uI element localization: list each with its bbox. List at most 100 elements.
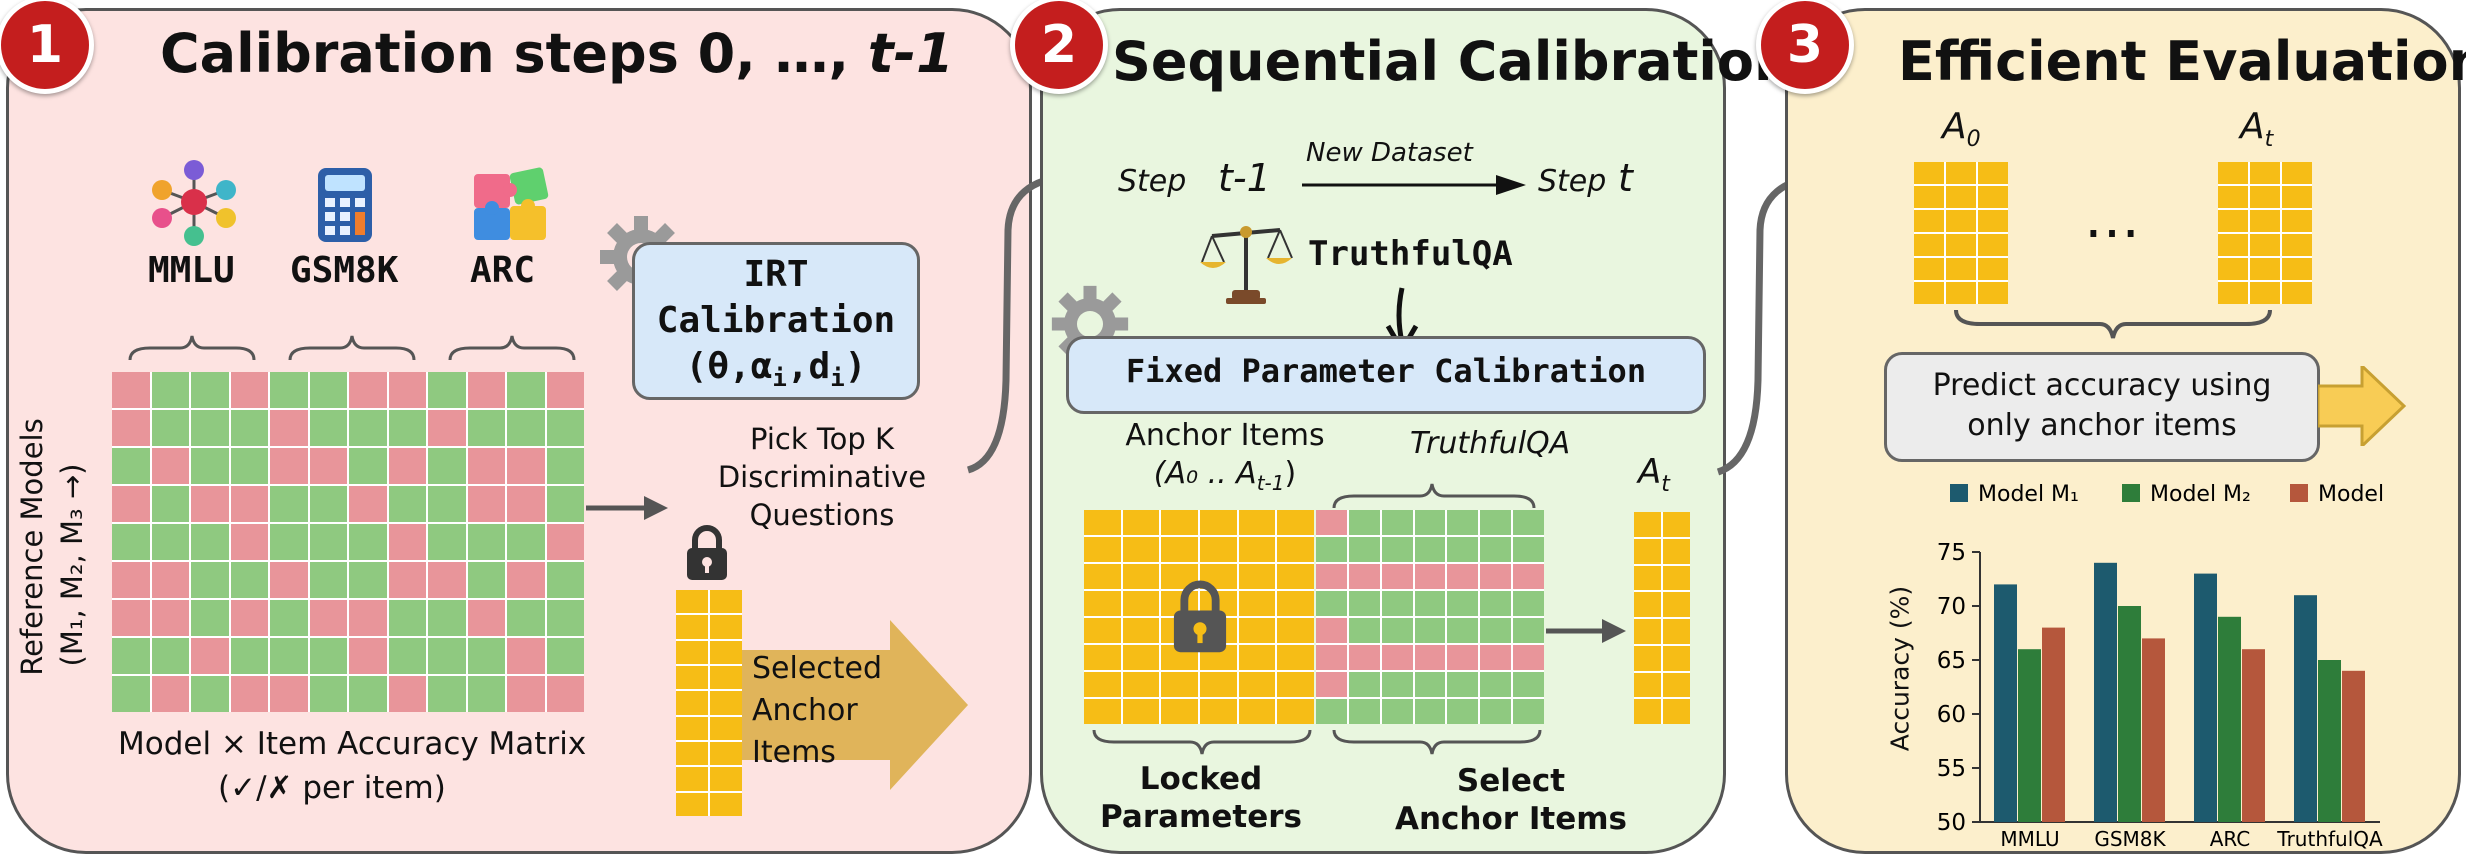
- grid-cell: [1381, 564, 1413, 589]
- grid-cell: [2250, 234, 2280, 256]
- irt-calibration-word: Calibration: [656, 300, 896, 341]
- calibration-panel-title: Calibration steps 0, …, t-1: [160, 22, 954, 85]
- irt-title: IRT: [743, 254, 809, 295]
- eval-brace: [1954, 309, 2272, 339]
- grid-cell: [467, 372, 505, 408]
- grid-cell: [1238, 510, 1276, 535]
- grid-cell: [467, 486, 505, 522]
- grid-cell: [710, 691, 742, 715]
- grid-cell: [191, 448, 229, 484]
- grid-cell: [1084, 564, 1121, 589]
- grid-cell: [2218, 210, 2248, 232]
- grid-cell: [507, 524, 545, 560]
- grid-cell: [270, 600, 308, 636]
- grid-cell: [1316, 672, 1347, 697]
- grid-cell: [1946, 234, 1976, 256]
- grid-cell: [1946, 210, 1976, 232]
- grid-cell: [191, 372, 229, 408]
- grid-cell: [349, 524, 387, 560]
- sequential-panel-title: Sequential Calibration: [1112, 30, 1793, 93]
- anchor-range-close: ): [1284, 456, 1297, 491]
- grid-cell: [546, 676, 584, 712]
- grid-cell: [1663, 538, 1690, 564]
- a0-label: A0: [1942, 106, 1981, 152]
- grid-cell: [676, 716, 708, 740]
- select-anchor-label: Select Anchor Items: [1386, 762, 1636, 838]
- grid-cell: [467, 562, 505, 598]
- grid-cell: [1414, 672, 1446, 697]
- grid-cell: [349, 638, 387, 674]
- selected-line-3: Items: [752, 735, 836, 770]
- grid-cell: [349, 486, 387, 522]
- predict-label: Predict accuracy using only anchor items: [1884, 366, 2320, 446]
- grid-cell: [1480, 591, 1512, 616]
- matrix-ylabel-models: (M₁, M₂, M₃ →): [55, 463, 89, 667]
- grid-cell: [151, 600, 189, 636]
- arrow-to-at: [1546, 619, 1626, 643]
- a0-sub: 0: [1966, 127, 1981, 153]
- grid-cell: [191, 562, 229, 598]
- grid-cell: [1084, 618, 1121, 643]
- grid-cell: [1277, 672, 1314, 697]
- grid-cell: [270, 638, 308, 674]
- puzzle-icon: [474, 167, 549, 240]
- grid-cell: [151, 676, 189, 712]
- grid-cell: [1238, 618, 1276, 643]
- grid-cell: [546, 600, 584, 636]
- grid-cell: [507, 638, 545, 674]
- grid-cell: [676, 742, 708, 766]
- ellipsis: …: [2084, 186, 2140, 251]
- grid-cell: [1447, 672, 1479, 697]
- matrix-caption-2: (✓/✗ per item): [218, 770, 446, 806]
- grid-cell: [1238, 699, 1276, 724]
- grid-cell: [546, 372, 584, 408]
- irt-theta-alpha: (θ,α: [685, 346, 773, 387]
- grid-cell: [388, 524, 426, 560]
- bar: [1994, 584, 2017, 822]
- truthfulqa-section-label: TruthfulQA: [1410, 426, 1571, 461]
- grid-cell: [309, 600, 347, 636]
- grid-cell: [1946, 282, 1976, 304]
- legend-swatch: [1950, 484, 1968, 502]
- grid-cell: [1634, 538, 1661, 564]
- grid-cell: [1084, 510, 1121, 535]
- selected-line-2: Anchor: [752, 693, 858, 728]
- grid-cell: [1978, 162, 2008, 184]
- grid-cell: [1316, 537, 1347, 562]
- selected-arrow: [740, 620, 968, 790]
- grid-cell: [230, 410, 268, 446]
- grid-cell: [1447, 645, 1479, 670]
- selected-anchor-label: Selected Anchor Items: [752, 648, 882, 774]
- grid-cell: [112, 524, 150, 560]
- grid-cell: [1513, 591, 1544, 616]
- grid-cell: [546, 638, 584, 674]
- grid-cell: [467, 676, 505, 712]
- grid-cell: [507, 600, 545, 636]
- grid-cell: [2250, 282, 2280, 304]
- select-line-2: Anchor Items: [1394, 801, 1627, 837]
- at-label-eval: At: [2240, 106, 2273, 152]
- grid-cell: [2250, 258, 2280, 280]
- selected-line-1: Selected: [752, 651, 883, 686]
- grid-cell: [1663, 512, 1690, 537]
- grid-cell: [112, 600, 150, 636]
- fixed-parameter-box: [1066, 336, 1706, 414]
- grid-cell: [1634, 699, 1661, 724]
- grid-cell: [1348, 618, 1380, 643]
- grid-cell: [1946, 258, 1976, 280]
- grid-cell: [1277, 645, 1314, 670]
- predict-line-2: only anchor items: [1967, 408, 2237, 443]
- grid-cell: [388, 410, 426, 446]
- grid-cell: [1084, 699, 1121, 724]
- irt-params: (θ,αi,di): [632, 344, 920, 401]
- bar: [2342, 670, 2365, 822]
- grid-cell: [1200, 510, 1237, 535]
- grid-cell: [467, 448, 505, 484]
- grid-cell: [1447, 564, 1479, 589]
- grid-cell: [388, 638, 426, 674]
- grid-cell: [1122, 537, 1160, 562]
- grid-cell: [1513, 645, 1544, 670]
- grid-cell: [1122, 645, 1160, 670]
- grid-cell: [388, 372, 426, 408]
- x-tick-label: MMLU: [2000, 827, 2059, 850]
